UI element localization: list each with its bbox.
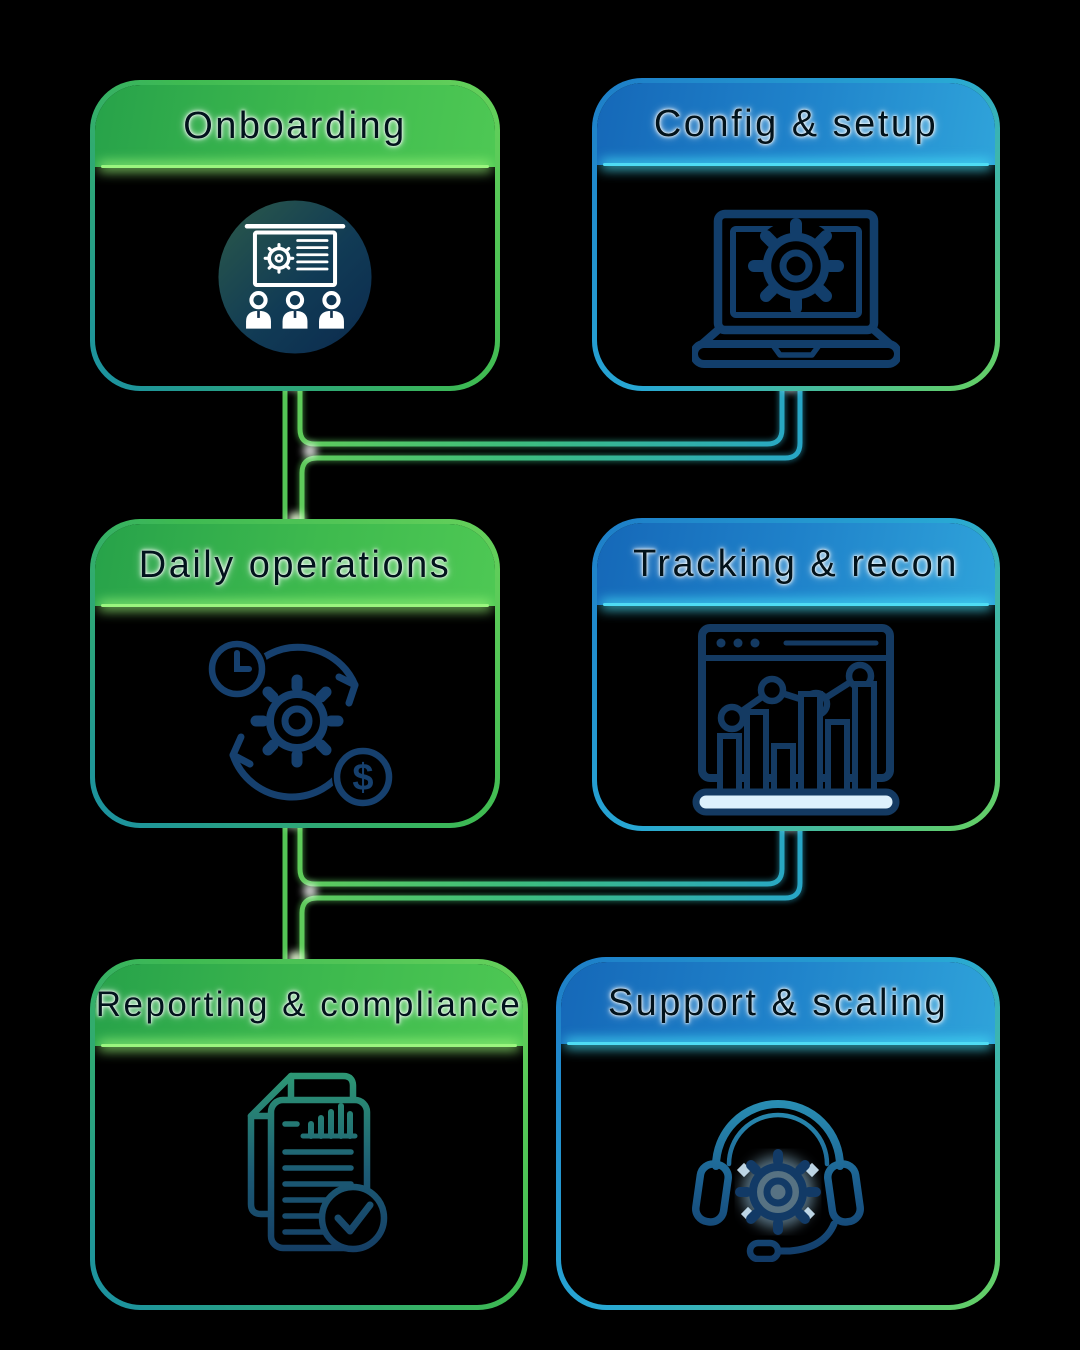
card-support-scaling-header: Support & scaling	[561, 962, 995, 1045]
card-onboarding-header: Onboarding	[95, 85, 495, 168]
card-onboarding-body: Onboarding	[95, 85, 495, 386]
process-cycle-gear-icon: $	[206, 637, 394, 808]
card-onboarding: Onboarding	[90, 80, 500, 391]
card-reporting-compliance-header: Reporting & compliance	[95, 964, 523, 1047]
card-config-setup: Config & setup	[592, 78, 1000, 391]
card-tracking-recon-body: Tracking & recon	[597, 523, 995, 826]
card-title: Reporting & compliance	[95, 985, 523, 1024]
laptop-gear-icon	[692, 209, 900, 368]
card-title: Onboarding	[183, 104, 407, 147]
card-daily-operations: Daily operations	[90, 519, 500, 828]
dollar-glyph: $	[352, 757, 373, 799]
card-tracking-recon: Tracking & recon	[592, 518, 1000, 831]
card-daily-operations-body: Daily operations	[95, 524, 495, 823]
glow-stubs	[478, 149, 604, 1044]
card-title: Config & setup	[653, 102, 939, 145]
card-tracking-recon-header: Tracking & recon	[597, 523, 995, 606]
card-support-scaling-body: Support & scaling	[561, 962, 995, 1305]
card-config-setup-header: Config & setup	[597, 83, 995, 166]
card-support-scaling: Support & scaling	[556, 957, 1000, 1310]
card-title: Tracking & recon	[633, 542, 959, 585]
report-checklist-icon	[247, 1072, 388, 1253]
card-title: Support & scaling	[607, 981, 949, 1024]
headset-gear-icon	[692, 1100, 864, 1262]
card-title: Daily operations	[138, 543, 452, 586]
connector-row2-row3	[280, 813, 805, 965]
card-reporting-compliance-body: Reporting & compliance	[95, 964, 523, 1305]
card-daily-operations-header: Daily operations	[95, 524, 495, 607]
card-reporting-compliance: Reporting & compliance	[90, 959, 528, 1310]
analytics-dashboard-icon	[692, 623, 900, 815]
presentation-training-icon	[218, 199, 372, 354]
card-config-setup-body: Config & setup	[597, 83, 995, 386]
connector-row1-row2	[280, 375, 805, 526]
